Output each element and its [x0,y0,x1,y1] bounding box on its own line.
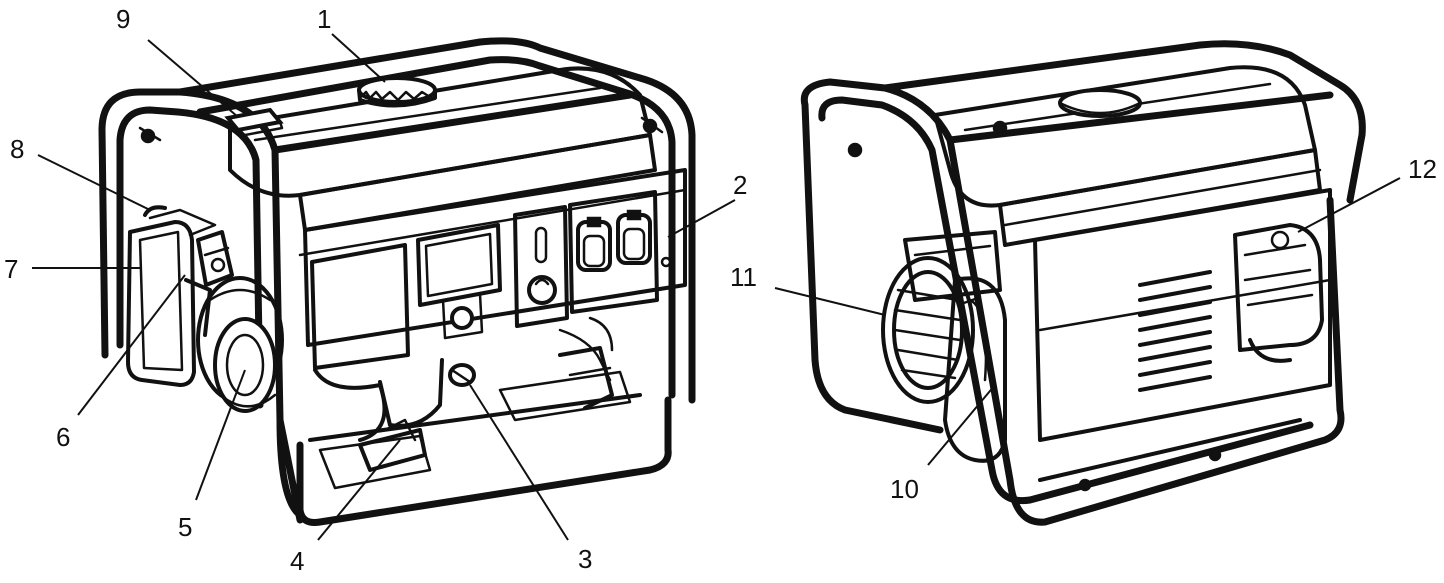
leader-3 [469,384,569,541]
exhaust-outlet [1233,223,1324,363]
callout-11: 11 [730,262,757,292]
oil-filler [448,363,476,387]
callout-3: 3 [578,544,592,574]
callout-10: 10 [890,474,919,504]
leader-1 [331,33,386,83]
alternator-cover [881,230,1002,404]
callout-2: 2 [733,170,747,200]
cooling-vents [1138,270,1212,392]
recoil-starter [196,276,284,413]
callout-4: 4 [290,546,304,576]
callout-6: 6 [56,422,70,452]
engine-mount [358,346,614,472]
leader-2 [667,199,736,238]
control-panel [298,168,687,370]
leader-4 [317,439,401,541]
leader-6 [77,274,186,416]
fuel-gauge [224,107,284,138]
leader-11 [774,287,886,316]
leader-5 [195,369,246,501]
callout-1: 1 [317,4,331,34]
callout-labels: 1 2 3 4 5 6 7 8 9 10 11 12 [4,4,1437,576]
fuel-cap [357,76,437,108]
generator-front-view [98,37,696,526]
callout-7: 7 [4,254,18,284]
callout-8: 8 [10,134,24,164]
leader-9 [147,39,239,118]
choke-lever [184,230,234,337]
leader-8 [37,154,151,211]
leader-10 [927,384,996,466]
socket-outlet [616,209,652,265]
muffler [943,276,1007,463]
air-filter [126,205,217,387]
callout-9: 9 [116,4,130,34]
callout-5: 5 [178,512,192,542]
socket-outlet [576,216,612,272]
leader-12 [1297,177,1401,233]
callout-12: 12 [1408,154,1437,184]
callout-leaders [32,33,1401,541]
generator-rear-view [800,40,1366,526]
